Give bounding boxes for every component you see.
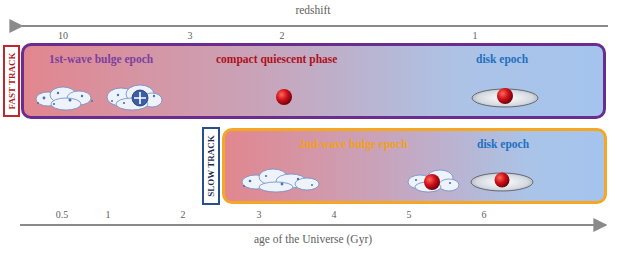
track-name: SLOW TRACK xyxy=(207,135,216,196)
epoch-label: 2nd-wave bulge epoch xyxy=(299,138,408,151)
fast-band-ground xyxy=(22,44,605,118)
tick-label: 5 xyxy=(407,209,412,220)
track-label: SLOW TRACK xyxy=(202,127,220,205)
bulge xyxy=(424,174,440,190)
epoch-label: 1st-wave bulge epoch xyxy=(49,53,153,66)
clumps xyxy=(243,175,451,187)
spiral-galaxy xyxy=(132,90,148,106)
tick-label: 6 xyxy=(482,209,487,220)
tick-label: 1 xyxy=(473,30,478,41)
tick-label: 4 xyxy=(332,209,337,220)
epoch-label: compact quiescent phase xyxy=(216,53,337,66)
track-label: FAST TRACK xyxy=(3,45,20,117)
tick-label: 2 xyxy=(280,30,285,41)
tick-label: 3 xyxy=(257,209,262,220)
tick-label: 2 xyxy=(181,209,186,220)
axis-title: redshift xyxy=(295,4,330,17)
axis-title: age of the Universe (Gyr) xyxy=(254,233,372,246)
age-axis xyxy=(20,224,606,226)
tick-label: 10 xyxy=(58,30,68,41)
tick-label: 0.5 xyxy=(56,209,69,220)
redshift-axis xyxy=(22,25,608,27)
tick-label: 1 xyxy=(106,209,111,220)
disk-galaxy xyxy=(472,88,538,107)
disk-galaxy xyxy=(471,173,533,192)
gas-clouds xyxy=(242,169,459,192)
epoch-label: disk epoch xyxy=(476,53,528,66)
gas-clouds xyxy=(36,85,162,110)
track-name: FAST TRACK xyxy=(7,53,16,110)
epoch-label: disk epoch xyxy=(477,138,529,151)
slow-band-ground xyxy=(223,129,606,203)
track-band: 1st-wave bulge epoch compact quiescent ph… xyxy=(21,43,606,119)
tick-label: 3 xyxy=(188,30,193,41)
track-band: 2nd-wave bulge epoch disk epoch xyxy=(222,128,607,204)
compact-galaxy xyxy=(276,89,292,105)
